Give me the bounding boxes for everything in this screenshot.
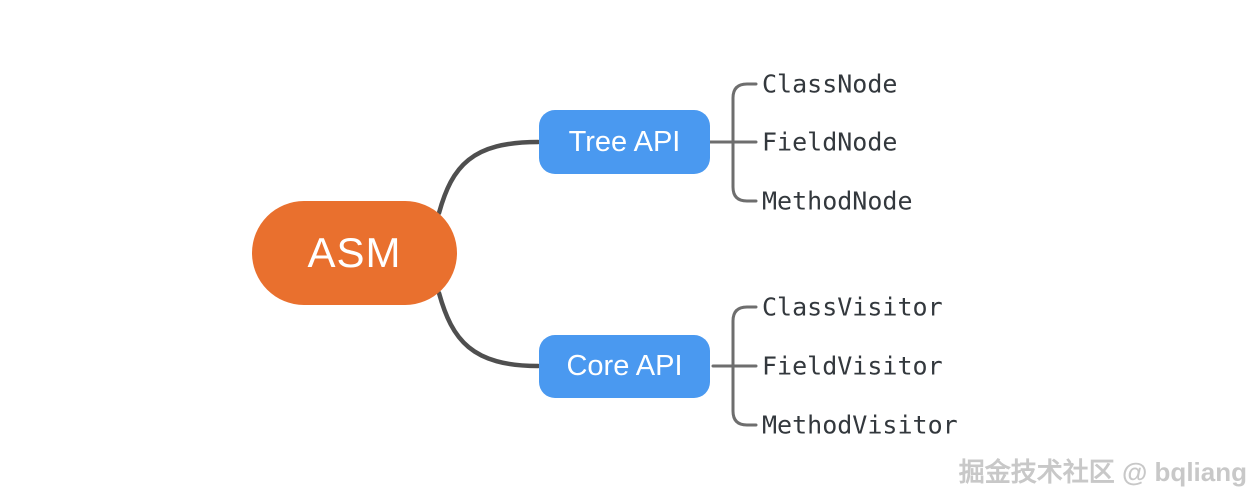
leaf-fieldnode[interactable]: FieldNode [762,127,898,157]
watermark-text: 掘金技术社区 @ bqliang [958,457,1247,487]
node-tree-api[interactable]: Tree API [539,110,710,174]
node-asm[interactable]: ASM [252,201,457,305]
leaf-fieldvisitor[interactable]: FieldVisitor [762,351,943,381]
node-core-api[interactable]: Core API [539,335,710,398]
leaf-classnode[interactable]: ClassNode [762,69,898,99]
leaf-methodvisitor[interactable]: MethodVisitor [762,410,958,440]
bracket-core-api [731,305,758,427]
bracket-tree-api [731,82,758,203]
leaf-methodnode[interactable]: MethodNode [762,186,913,216]
edge-root-tree-api [436,139,541,216]
edge-root-core-api [436,290,541,369]
leaf-classvisitor[interactable]: ClassVisitor [762,292,943,322]
